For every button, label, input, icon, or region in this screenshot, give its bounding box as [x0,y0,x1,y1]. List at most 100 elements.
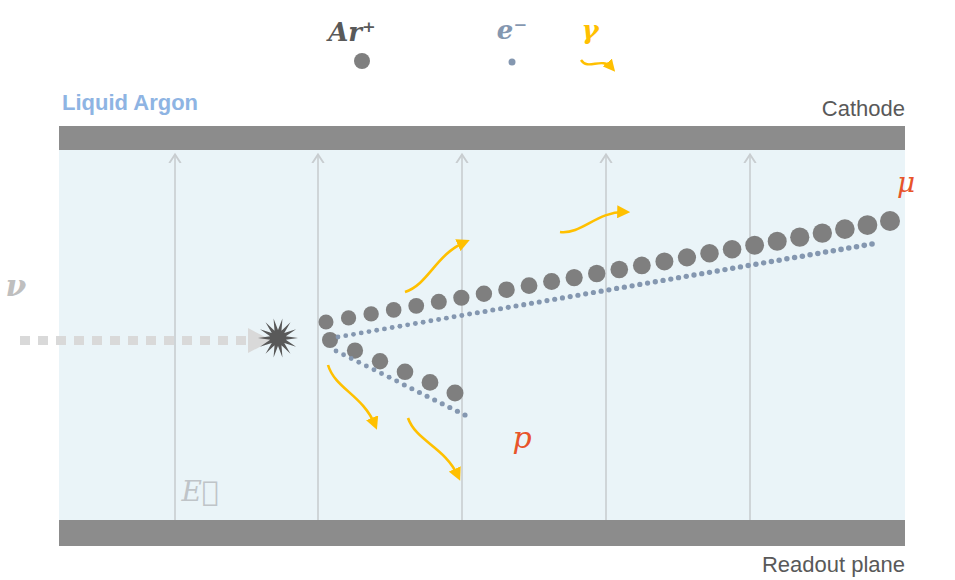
electron-dot [425,394,430,399]
electron-dot [490,308,495,313]
electron-dot [349,356,354,361]
electron-dot [436,317,441,322]
dash [20,336,30,345]
electron-dot [447,405,452,410]
dash [74,336,84,345]
electron-dot [409,386,414,391]
neutrino-symbol: ν [6,271,27,301]
electron-dot [838,247,844,253]
electron-dot [394,379,399,384]
electron-dot [560,295,565,300]
ion-dot [678,248,696,266]
electron-dot [467,312,472,317]
electron-dot [823,249,829,255]
ion-dot [372,353,388,369]
ion-dot [610,261,628,279]
electron-dot [807,252,813,258]
electron-dot [591,290,596,295]
dash [38,336,48,345]
electron-dot [660,278,665,283]
electron-dot [668,276,673,281]
dash [164,336,174,345]
electron-dot [792,255,797,260]
field-line [461,156,463,520]
electron-dot [800,253,805,258]
neutrino-arrow [20,328,272,353]
electron-dot [356,360,361,365]
electrode-plate: Readout plane [59,520,905,546]
ion-dot [790,228,809,247]
ion-dot [588,265,605,282]
electron-dot [440,401,445,406]
electron-dot [869,241,875,247]
ion-dot [498,281,515,298]
electron-dot [382,326,387,331]
electron-dot [583,291,588,296]
electron-dot [745,263,750,268]
ion-dot [476,286,492,302]
medium-label: Liquid Argon [62,92,198,114]
muon-symbol: μ [897,169,915,197]
photon-arrow [408,418,458,476]
electron-dot [462,412,467,417]
electron-dot [753,262,758,267]
argon-volume [59,150,905,520]
electron-dot [513,303,518,308]
electron-dot [575,293,580,298]
electron-dot [521,302,526,307]
dash [218,336,228,345]
electron-dot [343,333,348,338]
electron-dot [537,299,542,304]
ion-dot [322,332,338,348]
electron-dot [691,272,696,277]
electron-dot [367,329,372,334]
legend-samples [354,53,612,69]
field-line [174,156,176,520]
ion-dot [655,252,673,270]
ion-dot [422,374,439,391]
electron-dot [552,297,557,302]
electron-dot [413,321,418,326]
ion-dot [768,232,787,251]
legend-label: γ [581,17,598,43]
field-symbol: E⃗ [181,478,218,506]
electron-dot [815,251,821,257]
ion-dot [447,385,464,402]
electron-dot [622,285,627,290]
electron-dot [738,264,743,269]
particle-tracks [319,211,901,418]
legend-label: e⁻ [497,17,527,43]
ion-dot [880,211,900,231]
electron-dot [452,314,457,319]
electron-dot [599,289,604,294]
photon-arrow [405,242,465,292]
electron-dot [390,325,395,330]
electron-dot [568,294,573,299]
ion-dot [408,298,424,314]
ion-dot [745,236,764,255]
proton-symbol: p [512,423,531,453]
electron-dot [831,248,837,254]
electron-dot [444,316,449,321]
electron-dot [769,259,774,264]
electron-dot [397,324,402,329]
electron-dot [475,310,480,315]
electron-dot [614,286,619,291]
ion-dot [543,273,560,290]
photon-arrow [328,365,375,425]
field-line [605,156,607,520]
electron-dot [676,275,681,280]
plate-label: Cathode [822,98,905,120]
ion-dot [341,310,356,325]
electron-dot [730,266,735,271]
ion-dot [835,219,855,239]
electron-dot [699,271,704,276]
electron-dot [637,282,642,287]
electron-dot [341,352,346,357]
electron-dot [379,371,384,376]
electron-dot [351,332,356,337]
electron-dot [334,349,339,354]
ion-dot [521,277,538,294]
ion-dot [723,240,742,259]
electron-dot [784,256,789,261]
